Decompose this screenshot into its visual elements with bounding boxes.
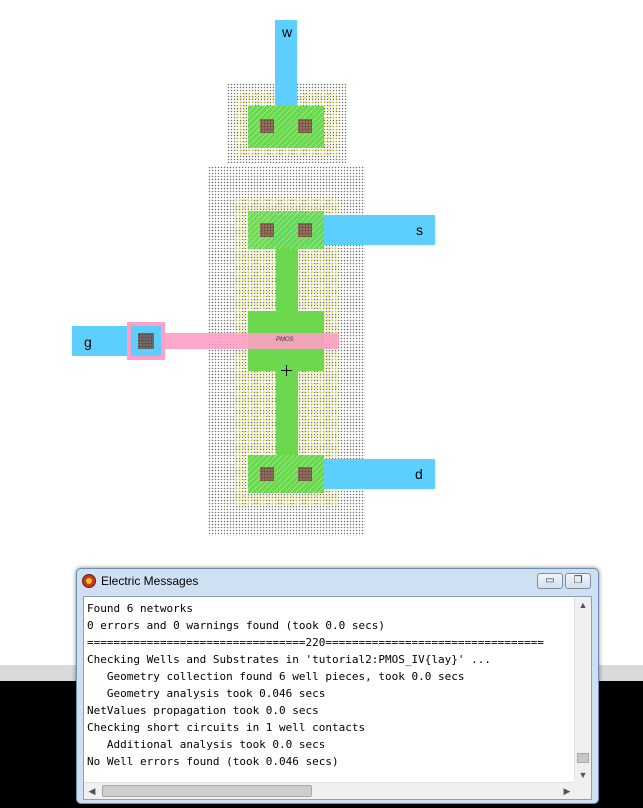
- scroll-right-icon[interactable]: ▶: [563, 786, 571, 796]
- port-label-w: w: [282, 24, 293, 40]
- horizontal-scrollbar[interactable]: ◀ ▶: [84, 782, 575, 799]
- contact-cut: [138, 333, 154, 349]
- minimize-button[interactable]: ▭: [537, 573, 563, 589]
- scroll-up-icon[interactable]: ▲: [578, 600, 588, 610]
- restore-button[interactable]: ❐: [565, 573, 591, 589]
- contact-cut: [298, 223, 312, 237]
- message-line: No Well errors found (took 0.046 secs): [87, 755, 339, 768]
- messages-panel[interactable]: Found 6 networks 0 errors and 0 warnings…: [83, 596, 592, 800]
- message-line: NetValues propagation took 0.0 secs: [87, 704, 319, 717]
- vertical-scrollbar[interactable]: ▲ ▼: [574, 597, 591, 783]
- messages-text[interactable]: Found 6 networks 0 errors and 0 warnings…: [87, 600, 572, 778]
- port-label-s: s: [416, 222, 423, 238]
- message-line: Checking Wells and Substrates in 'tutori…: [87, 653, 491, 666]
- horizontal-scroll-thumb[interactable]: [102, 785, 312, 797]
- contact-cut: [260, 223, 274, 237]
- messages-window[interactable]: Electric Messages ▭ ❐ Found 6 networks 0…: [76, 568, 599, 804]
- message-line: Geometry collection found 6 well pieces,…: [87, 670, 465, 683]
- scrollbar-corner: [574, 782, 591, 799]
- scroll-down-icon[interactable]: ▼: [578, 770, 588, 780]
- scroll-left-icon[interactable]: ◀: [88, 786, 96, 796]
- metal-g-line[interactable]: [72, 326, 132, 356]
- port-label-d: d: [415, 466, 423, 482]
- message-line: Checking short circuits in 1 well contac…: [87, 721, 366, 734]
- window-titlebar[interactable]: Electric Messages ▭ ❐: [77, 569, 598, 593]
- contact-cut: [260, 467, 274, 481]
- message-line: 0 errors and 0 warnings found (took 0.0 …: [87, 619, 386, 632]
- port-label-g: g: [84, 334, 92, 350]
- vertical-scroll-thumb[interactable]: [577, 753, 589, 763]
- window-title: Electric Messages: [101, 574, 199, 588]
- electric-app-icon: [82, 574, 96, 588]
- message-line: Found 6 networks: [87, 602, 193, 615]
- transistor-label: PMOS: [276, 337, 294, 343]
- message-line: Geometry analysis took 0.046 secs: [87, 687, 326, 700]
- message-line: Additional analysis took 0.0 secs: [87, 738, 326, 751]
- contact-cut: [298, 119, 312, 133]
- message-line: =================================220====…: [87, 636, 544, 649]
- layout-canvas[interactable]: PMOS w s g d: [0, 0, 643, 665]
- contact-cut: [298, 467, 312, 481]
- origin-crosshair: [286, 365, 287, 376]
- metal-w-line[interactable]: [275, 20, 297, 130]
- contact-cut: [260, 119, 274, 133]
- poly-gate-line[interactable]: [163, 333, 339, 349]
